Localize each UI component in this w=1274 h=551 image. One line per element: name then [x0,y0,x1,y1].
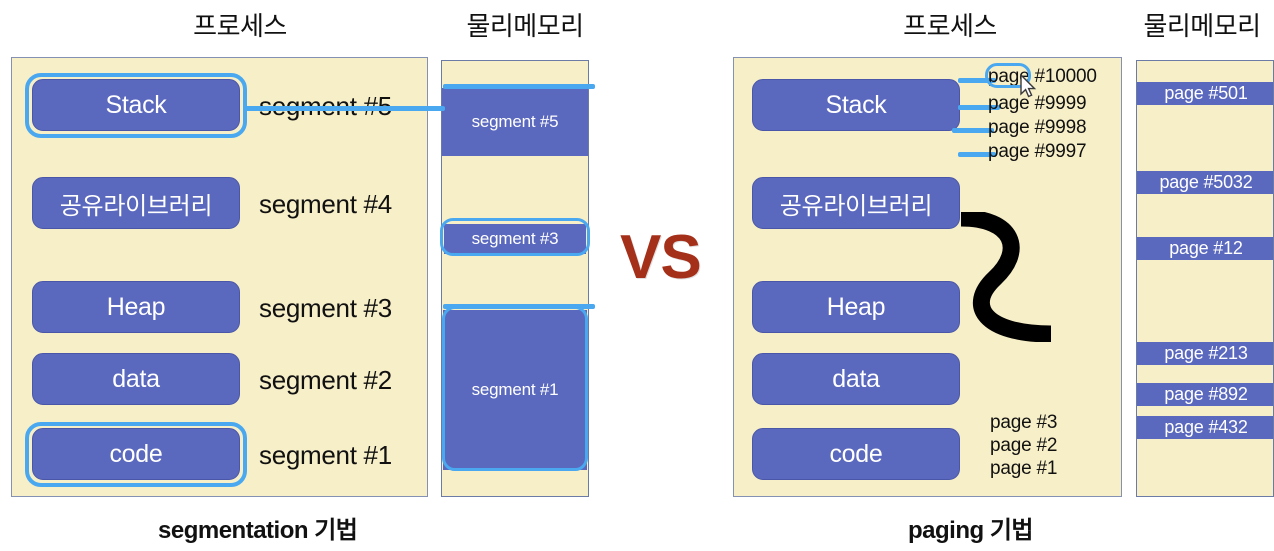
right-code-page-label-2: page #2 [990,435,1058,456]
right-segment-chip-heap[interactable]: Heap [752,281,960,333]
right-memory-block-page501[interactable]: page #501 [1137,82,1273,105]
left-caption: segmentation 기법 [158,517,358,544]
right-stack-page-label-10000: page #10000 [988,66,1097,87]
left-connector-stack-to-segment5 [243,106,445,111]
right-memory-block-page5032[interactable]: page #5032 [1137,171,1273,194]
right-process-header: 프로세스 [903,11,997,41]
right-memory-column: page #501 page #5032 page #12 page #213 … [1136,60,1274,497]
right-connector-page-9999 [958,105,1000,110]
right-stack-page-label-9997: page #9997 [988,141,1087,162]
left-segment-label-2: segment #2 [259,365,392,395]
left-segment-label-4: segment #4 [259,189,392,219]
right-stack-page-label-9998: page #9998 [988,117,1087,138]
left-process-header: 프로세스 [193,11,287,41]
right-memory-header: 물리메모리 [1143,11,1261,41]
left-segment-label-3: segment #3 [259,293,392,323]
right-connector-page-10000 [958,78,996,83]
right-segment-chip-sharedlib[interactable]: 공유라이브러리 [752,177,960,229]
right-connector-page-9998 [952,128,994,133]
vs-label: VS [620,223,702,292]
left-segment-chip-code[interactable]: code [32,428,240,480]
right-segment-chip-stack[interactable]: Stack [752,79,960,131]
left-segment-chip-stack[interactable]: Stack [32,79,240,131]
right-memory-block-page12[interactable]: page #12 [1137,237,1273,260]
left-segment-chip-data[interactable]: data [32,353,240,405]
right-memory-block-page213[interactable]: page #213 [1137,342,1273,365]
left-memory-block-segment1[interactable]: segment #1 [443,310,587,470]
right-memory-block-page432[interactable]: page #432 [1137,416,1273,439]
right-segment-chip-code[interactable]: code [752,428,960,480]
right-memory-block-page892[interactable]: page #892 [1137,383,1273,406]
left-segment-chip-heap[interactable]: Heap [32,281,240,333]
right-connector-page-9997 [958,152,996,157]
right-stack-page-label-9999: page #9999 [988,93,1087,114]
left-memory-seg1-top-marker [443,304,595,309]
left-memory-block-segment5[interactable]: segment #5 [442,88,588,156]
right-caption: paging 기법 [908,517,1033,544]
left-segment-label-1: segment #1 [259,440,392,470]
continuation-squiggle-icon [960,212,1052,342]
left-memory-block-segment3[interactable]: segment #3 [444,224,586,254]
right-segment-chip-data[interactable]: data [752,353,960,405]
left-memory-seg5-top-marker [443,84,595,89]
right-code-page-label-1: page #1 [990,458,1058,479]
left-memory-header: 물리메모리 [466,11,584,41]
right-code-page-label-3: page #3 [990,412,1058,433]
left-segment-chip-sharedlib[interactable]: 공유라이브러리 [32,177,240,229]
left-memory-column: segment #5 segment #3 segment #1 [441,60,589,497]
